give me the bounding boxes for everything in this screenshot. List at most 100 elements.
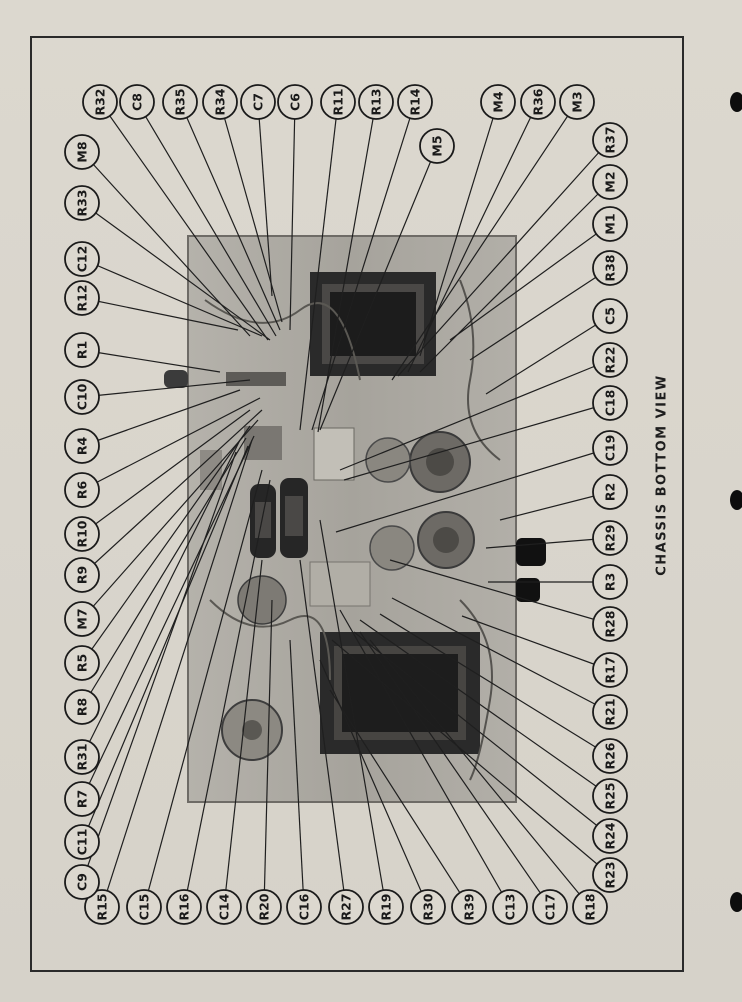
callout-r5: R5 bbox=[64, 645, 100, 681]
callout-circle bbox=[206, 889, 242, 925]
callout-text: C15 bbox=[137, 894, 152, 921]
callout-text: C9 bbox=[75, 873, 90, 891]
callout-r25: R25 bbox=[592, 778, 628, 814]
leader-line bbox=[353, 631, 611, 837]
leader-line bbox=[419, 181, 611, 373]
callout-text: R20 bbox=[257, 893, 272, 920]
leader-line bbox=[289, 639, 305, 908]
callout-r1: R1 bbox=[64, 332, 100, 368]
callout-circle bbox=[64, 280, 100, 316]
leader-line bbox=[485, 537, 611, 549]
callout-text: R36 bbox=[531, 88, 546, 115]
leader-line bbox=[391, 101, 578, 381]
callout-text: C16 bbox=[297, 893, 312, 920]
callout-r38: R38 bbox=[592, 250, 628, 286]
callout-r2: R2 bbox=[592, 474, 628, 510]
callout-m2: M2 bbox=[592, 164, 628, 200]
callout-circle bbox=[286, 889, 322, 925]
callout-circle bbox=[419, 128, 455, 164]
callout-circle bbox=[592, 164, 628, 200]
callout-r16: R16 bbox=[166, 889, 202, 925]
callout-text: C18 bbox=[603, 390, 618, 417]
leader-line bbox=[369, 639, 591, 908]
leader-line bbox=[335, 447, 611, 533]
callout-r31: R31 bbox=[64, 739, 100, 775]
callout-text: R25 bbox=[603, 782, 618, 809]
callout-r26: R26 bbox=[592, 738, 628, 774]
callout-text: R33 bbox=[75, 189, 90, 216]
callout-circle bbox=[277, 84, 313, 120]
callout-text: R18 bbox=[583, 893, 598, 920]
callout-circle bbox=[592, 778, 628, 814]
callout-r39: R39 bbox=[451, 889, 487, 925]
callout-text: C7 bbox=[251, 93, 266, 111]
callout-circle bbox=[592, 652, 628, 688]
callout-circle bbox=[166, 889, 202, 925]
tube-socket bbox=[369, 525, 415, 571]
callout-r36: R36 bbox=[520, 84, 556, 120]
callout-text: R19 bbox=[379, 893, 394, 920]
leader-line bbox=[319, 519, 387, 908]
callout-circle bbox=[592, 694, 628, 730]
callout-m3: M3 bbox=[559, 84, 595, 120]
callout-text: R28 bbox=[603, 610, 618, 637]
callout-c7: C7 bbox=[240, 84, 276, 120]
leader-line bbox=[397, 139, 611, 377]
callout-r17: R17 bbox=[592, 652, 628, 688]
leader-line bbox=[289, 101, 296, 331]
callout-circle bbox=[119, 84, 155, 120]
callout-r14: R14 bbox=[397, 84, 433, 120]
callout-r4: R4 bbox=[64, 428, 100, 464]
page-border bbox=[30, 36, 684, 972]
leader-line bbox=[311, 101, 416, 431]
callout-circle bbox=[64, 864, 100, 900]
rca-jack bbox=[516, 538, 546, 566]
callout-text: C11 bbox=[75, 829, 90, 856]
callout-circle bbox=[492, 889, 528, 925]
callout-r24: R24 bbox=[592, 818, 628, 854]
callout-circle bbox=[64, 645, 100, 681]
callout-text: R9 bbox=[75, 566, 90, 584]
callout-r30: R30 bbox=[410, 889, 446, 925]
callout-c16: C16 bbox=[286, 889, 322, 925]
callout-c11: C11 bbox=[64, 824, 100, 860]
callout-text: R22 bbox=[603, 346, 618, 373]
callout-circle bbox=[64, 241, 100, 277]
leader-line bbox=[263, 599, 273, 908]
callout-text: R10 bbox=[75, 520, 90, 547]
callout-text: C10 bbox=[75, 383, 90, 410]
leader-line bbox=[319, 659, 429, 908]
callout-r35: R35 bbox=[162, 84, 198, 120]
leader-line bbox=[81, 451, 237, 883]
callout-circle bbox=[397, 84, 433, 120]
callout-text: R31 bbox=[75, 743, 90, 770]
callout-c10: C10 bbox=[64, 379, 100, 415]
callout-text: R23 bbox=[603, 861, 618, 888]
leader-line bbox=[183, 479, 271, 908]
callout-text: R35 bbox=[173, 88, 188, 115]
callout-circle bbox=[202, 84, 238, 120]
callout-r19: R19 bbox=[368, 889, 404, 925]
leader-line bbox=[407, 101, 539, 373]
leader-line bbox=[499, 491, 611, 521]
callout-circle bbox=[64, 739, 100, 775]
punch-hole bbox=[730, 892, 742, 912]
leader-line bbox=[329, 689, 470, 908]
callout-circle bbox=[162, 84, 198, 120]
leader-line bbox=[101, 439, 253, 908]
callout-circle bbox=[84, 889, 120, 925]
callout-text: R6 bbox=[75, 481, 90, 500]
callout-r6: R6 bbox=[64, 472, 100, 508]
callout-circle bbox=[592, 342, 628, 378]
callout-text: R5 bbox=[75, 654, 90, 672]
callout-circle bbox=[64, 428, 100, 464]
leader-line bbox=[81, 425, 251, 664]
callout-text: R12 bbox=[75, 284, 90, 311]
callout-circle bbox=[520, 84, 556, 120]
callout-text: R3 bbox=[603, 573, 618, 591]
callout-circle bbox=[592, 857, 628, 893]
callout-r27: R27 bbox=[328, 889, 364, 925]
callout-circle bbox=[240, 84, 276, 120]
callout-circle bbox=[532, 889, 568, 925]
